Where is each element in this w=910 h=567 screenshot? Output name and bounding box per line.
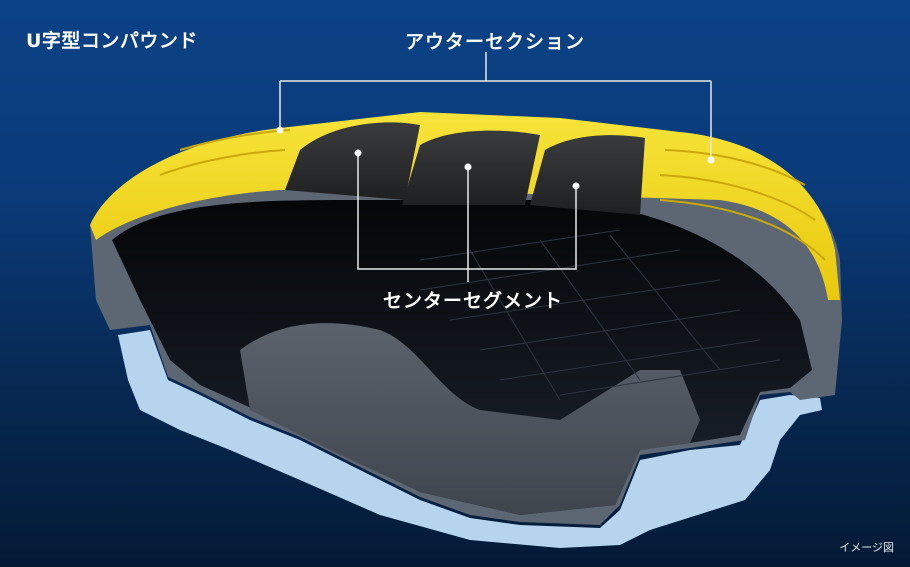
outer-section-label: アウターセクション: [405, 31, 586, 53]
center-segment-3: [530, 135, 645, 215]
leader-lines: [279, 52, 712, 282]
tread-grooves: [159, 129, 826, 261]
leader-dots: [276, 126, 715, 190]
center-segment-1: [285, 122, 420, 200]
center-segment-label: センターセグメント: [383, 290, 564, 312]
image-caption: イメージ図: [839, 541, 894, 554]
rim-well: [240, 323, 700, 515]
diagram-title: U字型コンパウンド: [26, 30, 198, 52]
carcass-ply-lines: [419, 229, 781, 401]
outer-compound-tread: [90, 112, 840, 300]
wheel-rim: [118, 330, 822, 548]
